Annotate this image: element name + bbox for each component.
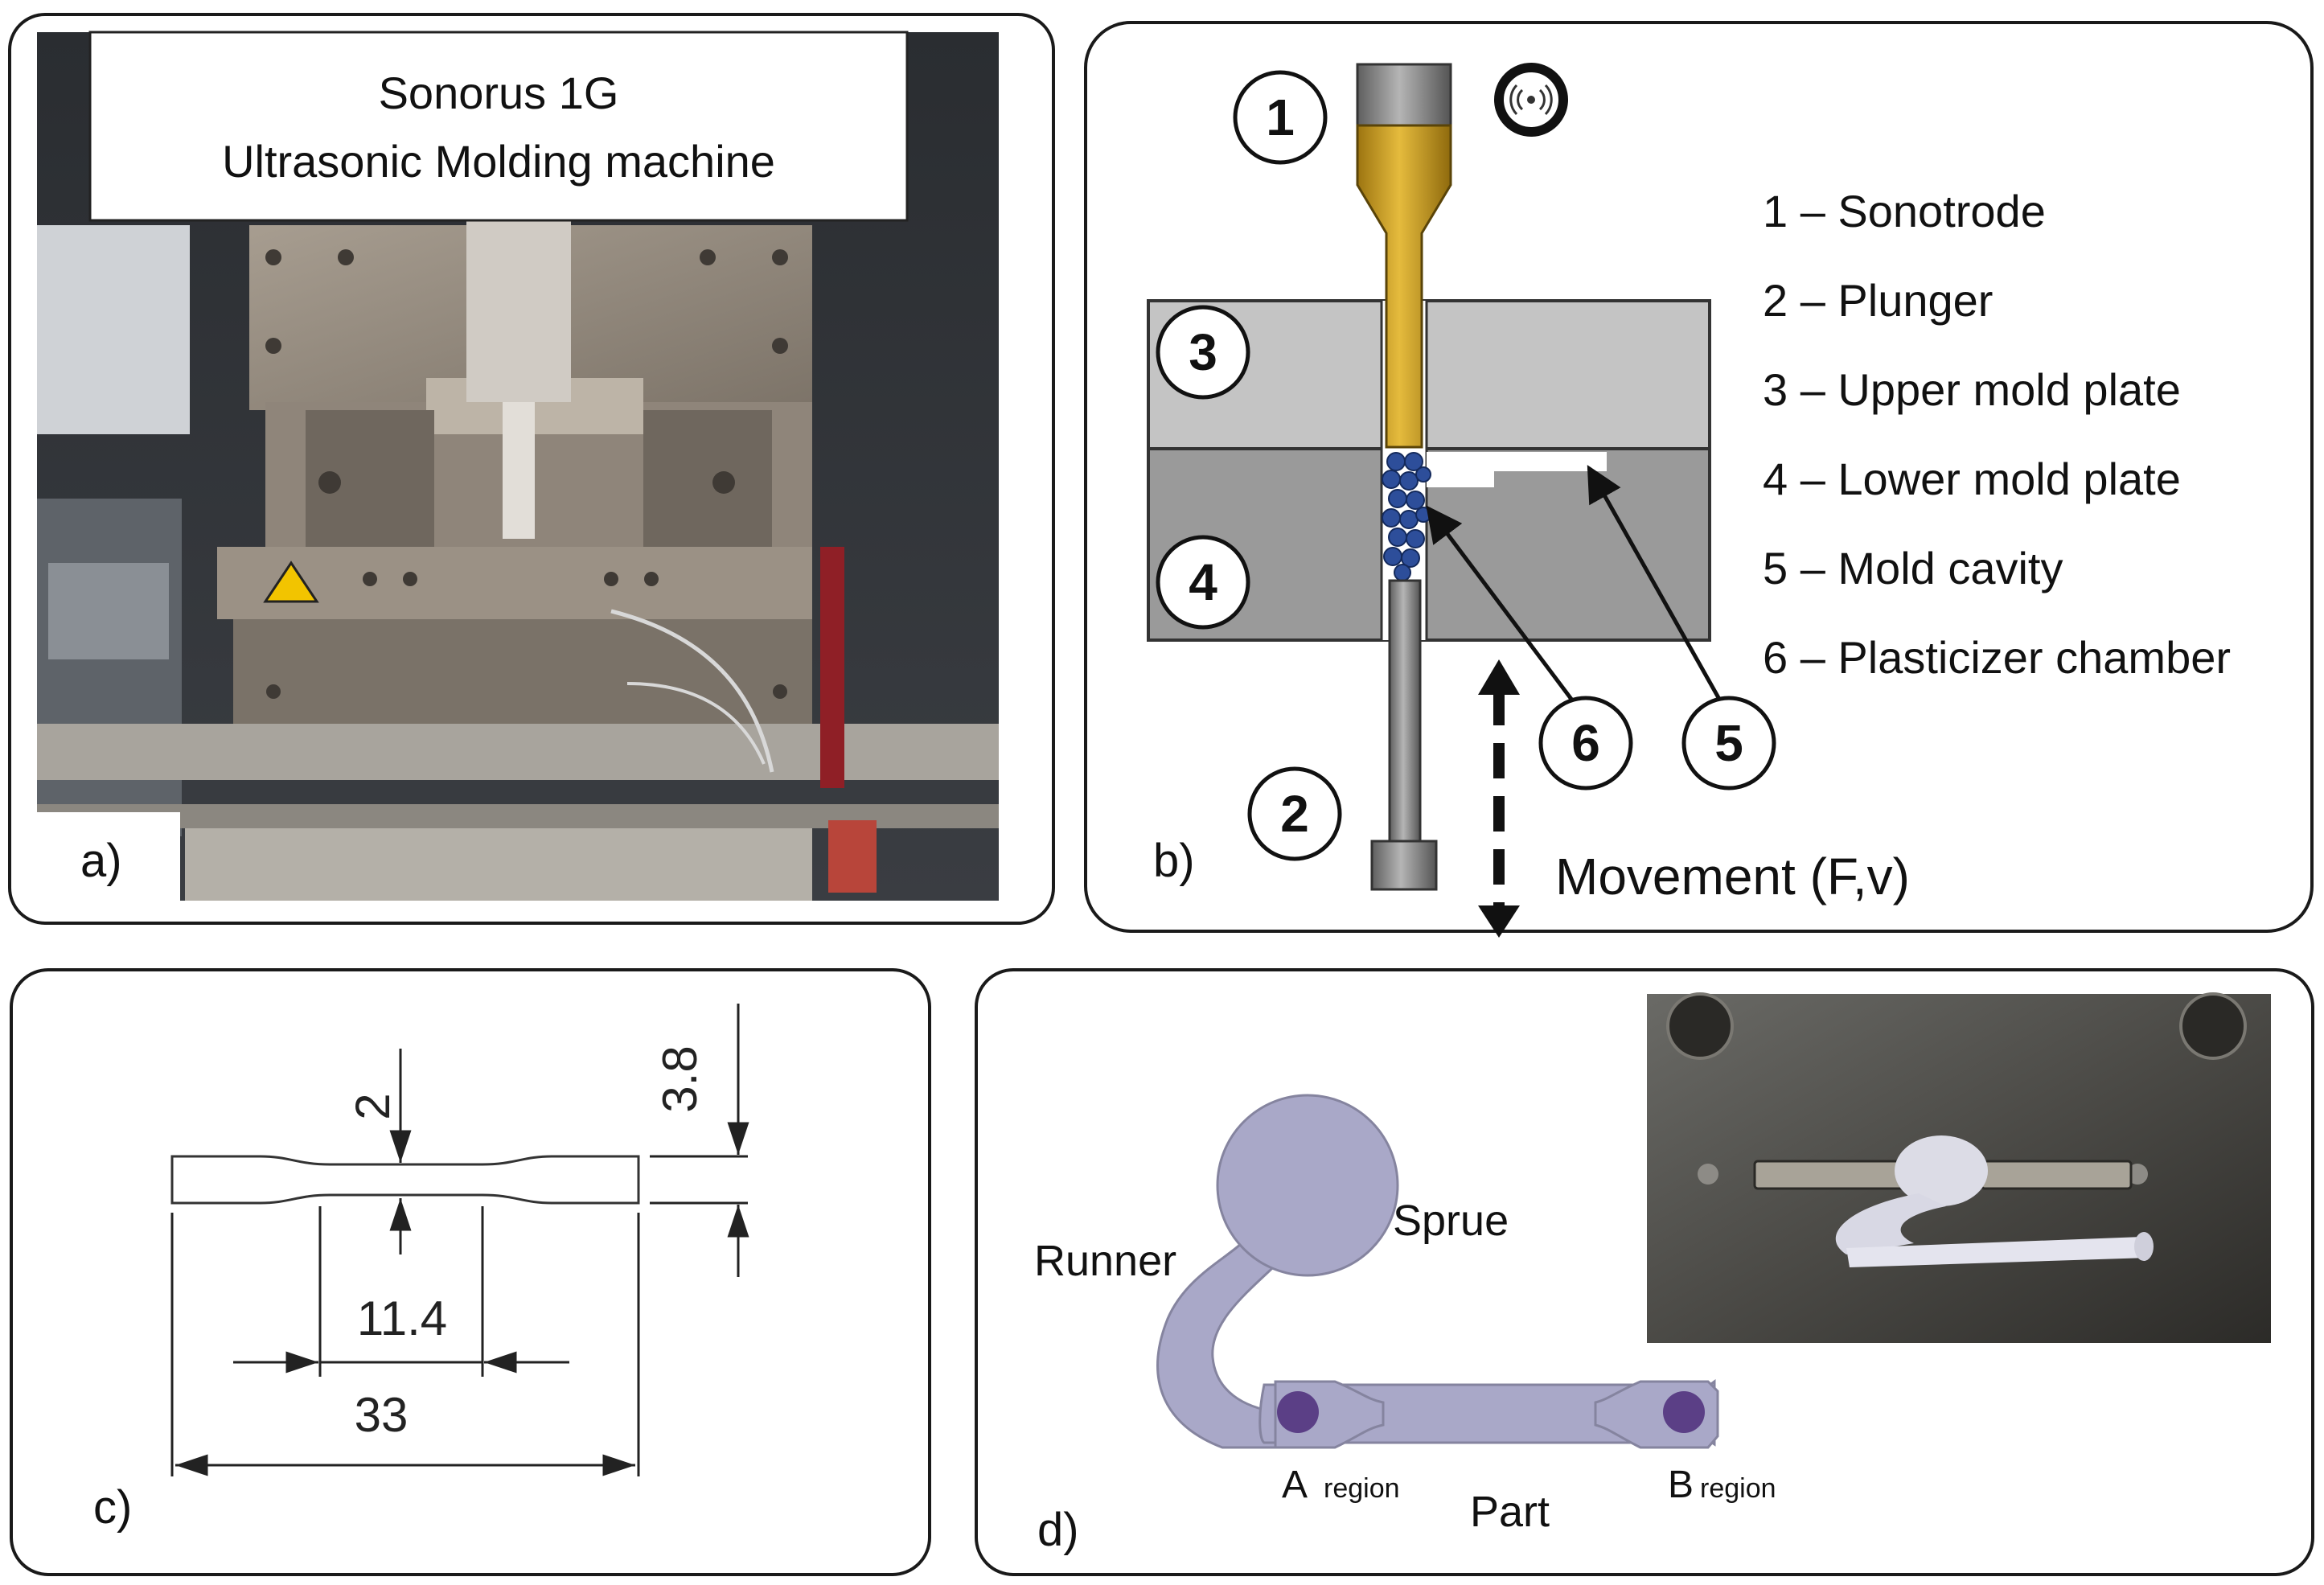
part-label: Part (1470, 1488, 1550, 1536)
mold-cavity (1427, 452, 1607, 487)
marker-6: 6 (1538, 696, 1633, 790)
sprue-label: Sprue (1393, 1197, 1509, 1245)
marker-4: 4 (1156, 535, 1250, 630)
svg-text:6: 6 (1571, 714, 1600, 772)
panel-d-label: d) (1037, 1504, 1079, 1556)
panel-a-label: a) (80, 835, 122, 887)
legend-item-3: 3 – Upper mold plate (1763, 364, 2181, 415)
svg-text:5: 5 (1714, 714, 1743, 772)
panel-a: Sonorus 1G Ultrasonic Molding machine a) (8, 13, 1055, 925)
arrow-to-cavity (1587, 465, 1727, 709)
region-a-letter: A (1282, 1464, 1308, 1506)
panel-c-label: c) (93, 1481, 132, 1534)
legend-item-2: 2 – Plunger (1763, 275, 1993, 326)
mold-photo (1647, 992, 2271, 1343)
legend-item-4: 4 – Lower mold plate (1763, 454, 2181, 504)
region-b-word: region (1700, 1473, 1776, 1504)
panel-c-frame (10, 968, 931, 1576)
legend-item-6: 6 – Plasticizer chamber (1763, 632, 2231, 683)
runner-label: Runner (1034, 1237, 1176, 1285)
marker-3: 3 (1156, 305, 1250, 400)
sonotrode (1356, 63, 1452, 449)
svg-text:3: 3 (1189, 323, 1217, 381)
legend-item-5: 5 – Mold cavity (1763, 543, 2063, 593)
panel-c: 33 11.4 2 3.8 c) (10, 968, 931, 1576)
region-a-word: region (1324, 1473, 1400, 1504)
marker-2: 2 (1247, 766, 1342, 861)
dim-overall-label: 33 (355, 1388, 409, 1442)
specimen-outline (170, 1155, 640, 1205)
panel-b-label: b) (1153, 835, 1195, 887)
machine-title-line2: Ultrasonic Molding machine (222, 136, 775, 187)
region-b-letter: B (1668, 1464, 1694, 1506)
arrow-to-chamber (1426, 505, 1579, 709)
machine-title-box (88, 31, 909, 222)
dim-gauge-label: 11.4 (357, 1291, 447, 1345)
svg-text:4: 4 (1189, 553, 1217, 611)
marker-1: 1 (1233, 70, 1328, 165)
plunger (1370, 579, 1438, 891)
machine-title-line1: Sonorus 1G (379, 68, 619, 118)
polymer-pellets (1382, 452, 1431, 581)
region-a-mark (1277, 1391, 1319, 1433)
dim-thickness-label: 2 (346, 1093, 400, 1119)
legend-item-1: 1 – Sonotrode (1763, 186, 2046, 236)
molded-part (1156, 1094, 1719, 1449)
movement-label: Movement (F,v) (1555, 848, 1910, 905)
component-legend: 1 – Sonotrode 2 – Plunger 3 – Upper mold… (1763, 186, 2231, 683)
panel-d: Runner Sprue Part A region B region d) (975, 968, 2314, 1576)
dim-height-label: 3.8 (653, 1045, 707, 1112)
machine-photo (37, 31, 999, 901)
region-b-mark (1663, 1391, 1705, 1433)
movement-arrow (1478, 659, 1520, 938)
svg-text:2: 2 (1280, 785, 1309, 843)
svg-text:1: 1 (1266, 88, 1295, 146)
ultrasound-icon (1494, 63, 1568, 137)
marker-5: 5 (1681, 696, 1776, 790)
panel-b: Movement (F,v) 1 2 3 4 5 6 1 – Sonotrod (1084, 21, 2314, 938)
